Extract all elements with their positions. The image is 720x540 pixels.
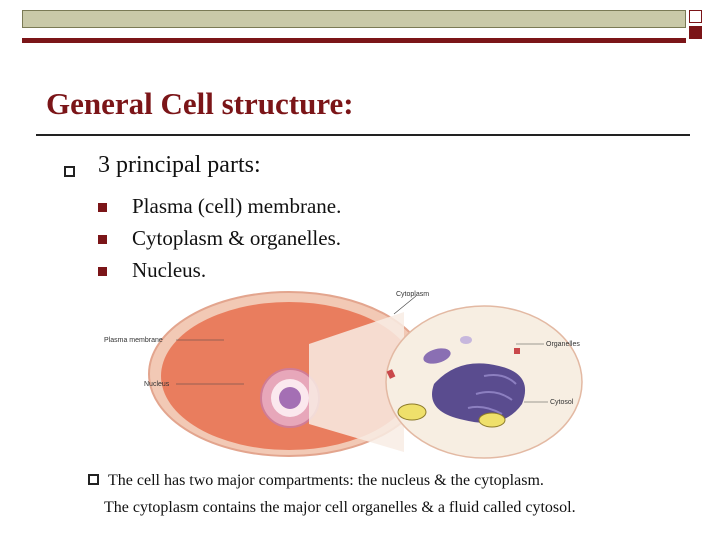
cell-nucleus-core [279,387,301,409]
organelle-mito-1 [397,403,427,421]
note-line-2: The cytoplasm contains the major cell or… [104,499,576,516]
sub-bullet-text: Nucleus. [132,258,207,282]
label-cytoplasm: Cytoplasm [396,291,429,298]
slide-title: General Cell structure: [46,86,354,121]
title-divider [36,134,690,136]
hollow-square-bullet-icon [55,154,81,184]
note-line-1: The cell has two major compartments: the… [108,472,544,489]
label-organelles: Organelles [546,341,580,348]
filled-square-bullet-icon [98,203,107,212]
main-bullet-text: 3 principal parts: [98,152,261,178]
label-cytosol: Cytosol [550,399,574,406]
organelle-red-1 [386,369,396,379]
organelle-purple [423,348,451,364]
filled-square-bullet-icon [98,235,107,244]
organelle-vesicle [460,336,472,344]
label-plasma-membrane: Plasma membrane [104,337,163,344]
header-decoration [22,10,706,43]
organelle-mito-2 [478,412,506,428]
cell-diagram: Cytoplasm Plasma membrane Organelles Nuc… [104,291,583,459]
leader-cytoplasm [393,295,417,315]
header-red-line [22,38,686,43]
magnifier-cone [309,312,404,452]
filled-square-bullet-icon [98,267,107,276]
header-square-outline [689,10,702,23]
hollow-square-bullet-icon [88,474,99,485]
sub-bullet-text: Cytoplasm & organelles. [132,226,342,250]
header-band [22,10,686,28]
organelle-er [467,374,517,415]
organelle-red-2 [514,348,520,354]
label-nucleus: Nucleus [144,381,170,388]
header-square-filled [689,26,702,39]
sub-bullet-text: Plasma (cell) membrane. [132,194,342,218]
